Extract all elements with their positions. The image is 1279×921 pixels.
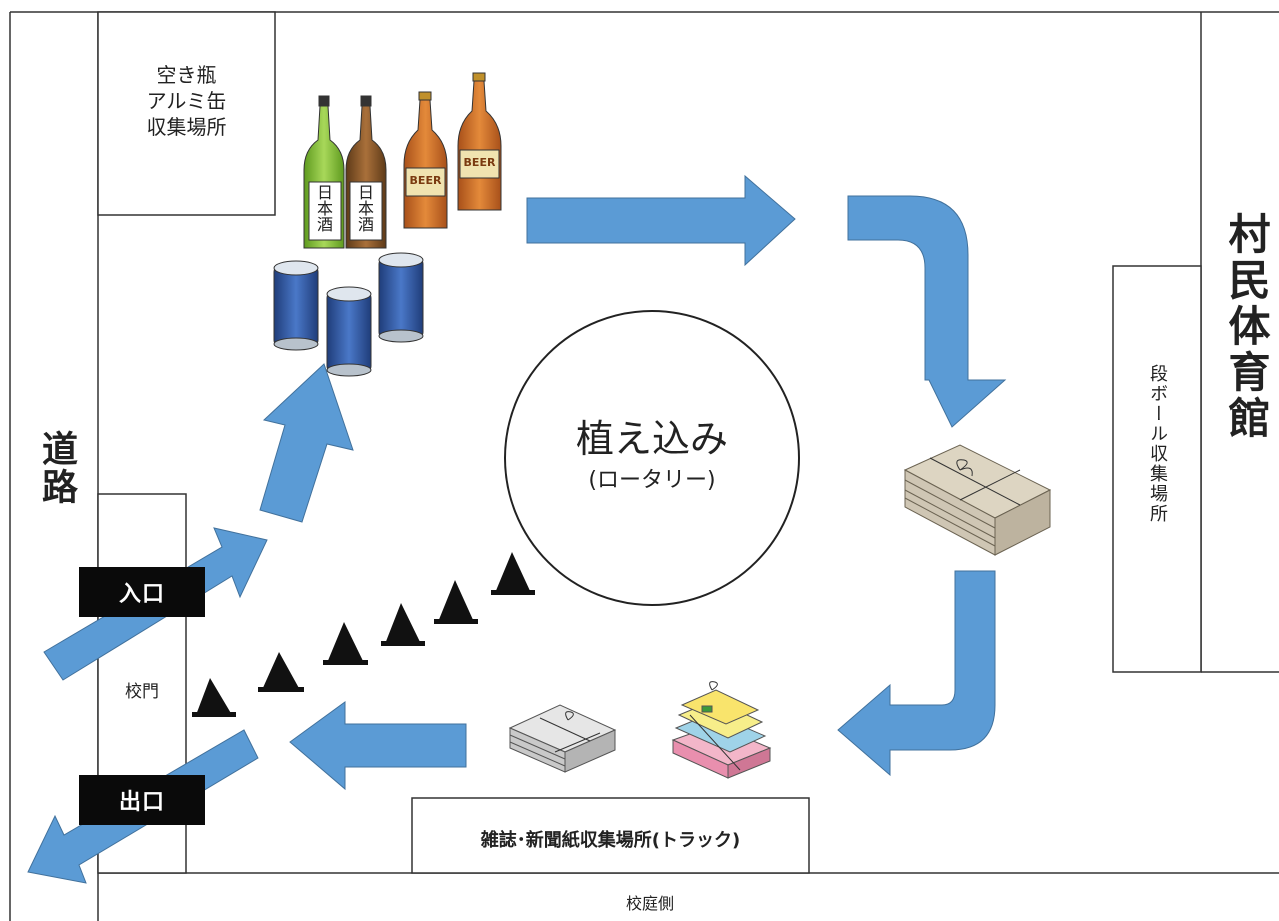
sake-label-1: 日本酒	[314, 184, 333, 232]
cardboard-area	[1112, 265, 1202, 673]
cardboard-collection-label: 段ボール収集場所	[1147, 364, 1168, 524]
planting-title: 植え込み	[575, 417, 728, 461]
bottles-icon	[303, 72, 502, 249]
cone-icon	[192, 678, 236, 717]
exit-badge: 出口	[79, 775, 205, 825]
road-label: 道路	[36, 430, 77, 506]
top-right-arrow	[526, 174, 796, 267]
beer-label-2: BEER	[463, 156, 496, 169]
courtyard-side-label: 校庭側	[625, 894, 674, 913]
curve-down-arrow	[847, 195, 1007, 428]
curve-left-arrow	[837, 570, 996, 777]
entrance-badge: 入口	[79, 567, 205, 617]
cone-icon	[381, 603, 425, 646]
cone-icon	[434, 580, 478, 624]
traffic-cones	[192, 552, 535, 717]
cone-icon	[323, 622, 368, 665]
cone-icon	[258, 652, 304, 692]
cans-icon	[273, 252, 424, 377]
glass-can-collection-label: 空き瓶 アルミ缶 収集場所	[146, 63, 227, 139]
glass-can-area	[97, 11, 276, 216]
sake-label-2: 日本酒	[355, 184, 374, 232]
planting-subtitle: (ロータリー)	[588, 468, 716, 493]
beer-label-1: BEER	[409, 174, 442, 187]
bottom-left-arrow	[289, 701, 467, 791]
school-gate-label: 校門	[125, 682, 159, 702]
gym-label: 村民体育館	[1222, 212, 1271, 442]
magazine-collection-label: 雑誌･新聞紙収集場所(トラック)	[480, 830, 741, 851]
cone-icon	[491, 552, 535, 595]
magazine-area	[411, 797, 810, 874]
cardboard-bundle-icon	[903, 444, 1052, 556]
up-arrow	[259, 363, 354, 523]
newspaper-bundle-icon	[508, 704, 617, 773]
rotary-planting	[504, 310, 800, 606]
magazine-bundle-icon	[671, 681, 772, 779]
